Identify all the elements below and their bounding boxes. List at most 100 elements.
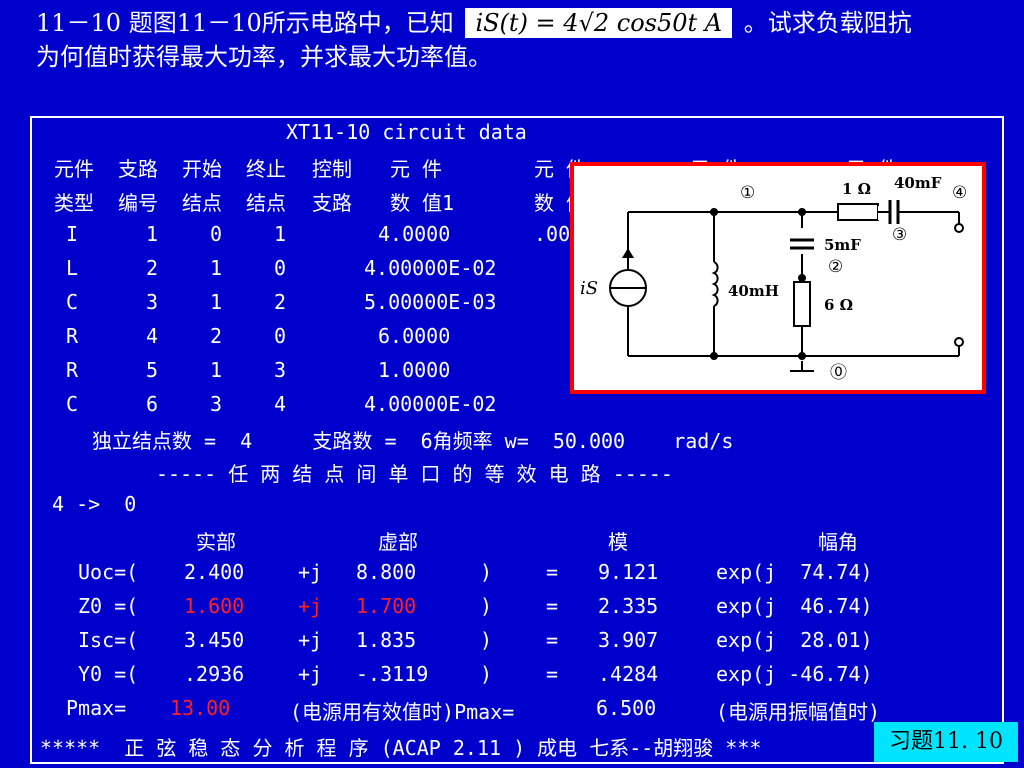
result-2-plusj: +j (298, 594, 323, 618)
result-1-imag: 8.800 (356, 560, 417, 584)
problem-formula: iS(t) = 4√2 cos50t A (465, 8, 733, 38)
row-1-type: I (66, 222, 79, 246)
c40-label: 40mF (894, 174, 942, 192)
problem-statement: 11－10 题图11－10所示电路中，已知 iS(t) = 4√2 cos50t… (36, 6, 996, 74)
row-5-value: 1.0000 (378, 358, 451, 382)
row-4-type: R (66, 324, 79, 348)
circuit-diagram: ① ② ③ ④ ⓪ 1 Ω 40mF 5mF 40mH 6 Ω iS (570, 162, 986, 394)
problem-line2: 为何值时获得最大功率，并求最大功率值。 (36, 43, 492, 71)
header1-cell-4: 控制 (312, 157, 352, 181)
row-5-start: 1 (210, 358, 223, 382)
col-mod: 模 (608, 530, 628, 554)
r6-label: 6 Ω (824, 296, 853, 314)
header2-cell-4: 支路 (312, 191, 352, 215)
result-1-mod: 9.121 (598, 560, 659, 584)
exercise-tag: 习题11. 10 (874, 722, 1018, 762)
row-3-value: 5.00000E-03 (364, 290, 497, 314)
row-4-start: 2 (210, 324, 223, 348)
output-panel (30, 116, 1004, 764)
result-3-real: 3.450 (184, 628, 245, 652)
problem-suffix: 。试求负载阻抗 (743, 9, 912, 37)
row-3-branch: 3 (146, 290, 159, 314)
panel-title: XT11-10 circuit data (286, 120, 527, 144)
row-2-value: 4.00000E-02 (364, 256, 497, 280)
c5-label: 5mF (824, 236, 861, 254)
node-pair: 4 -> 0 (52, 492, 137, 516)
pmax-value: 13.00 (170, 696, 231, 720)
col-imag: 虚部 (378, 530, 418, 554)
result-3-label: Isc=( (78, 628, 139, 652)
pmax-note: (电源用有效值时)Pmax= (290, 700, 515, 724)
result-4-imag: -.3119 (356, 662, 429, 686)
row-1-value: 4.0000 (378, 222, 451, 246)
r1-label: 1 Ω (842, 180, 871, 198)
result-2-real: 1.600 (184, 594, 245, 618)
col-real: 实部 (196, 530, 236, 554)
node-3-label: ③ (892, 225, 907, 245)
source-label: iS (580, 278, 598, 299)
row-1-value2: .00 (534, 222, 571, 246)
row-2-end: 0 (274, 256, 287, 280)
result-4-real: .2936 (184, 662, 245, 686)
result-1-angle: exp(j 74.74) (716, 560, 873, 584)
header2-cell-5: 数 值1 (390, 191, 455, 215)
header1-cell-5: 元 件 (390, 157, 443, 181)
result-2-eq: = (546, 594, 559, 618)
stats-line: 独立结点数 = 4 支路数 = 6角频率 w= 50.000 rad/s (92, 429, 734, 453)
row-4-end: 0 (274, 324, 287, 348)
section-title: ----- 任 两 结 点 间 单 口 的 等 效 电 路 ----- (156, 462, 673, 486)
problem-prefix: 11－10 题图11－10所示电路中，已知 (36, 9, 454, 37)
row-6-end: 4 (274, 392, 287, 416)
result-1-eq: = (546, 560, 559, 584)
header1-cell-3: 终止 (246, 157, 286, 181)
row-6-branch: 6 (146, 392, 159, 416)
header1-cell-2: 开始 (182, 157, 222, 181)
result-1-real: 2.400 (184, 560, 245, 584)
row-3-end: 2 (274, 290, 287, 314)
row-6-value: 4.00000E-02 (364, 392, 497, 416)
pmax-label: Pmax= (66, 696, 127, 720)
result-3-eq: = (546, 628, 559, 652)
node-1-label: ① (740, 183, 755, 203)
result-2-mod: 2.335 (598, 594, 659, 618)
footer-line: ***** 正 弦 稳 态 分 析 程 序 (ACAP 2.11 ) 成电 七系… (40, 736, 762, 760)
result-3-imag: 1.835 (356, 628, 417, 652)
row-5-type: R (66, 358, 79, 382)
row-3-start: 1 (210, 290, 223, 314)
result-3-close: ) (480, 628, 493, 652)
result-2-angle: exp(j 46.74) (716, 594, 873, 618)
row-2-type: L (66, 256, 79, 280)
result-3-mod: 3.907 (598, 628, 659, 652)
result-3-plusj: +j (298, 628, 323, 652)
row-4-branch: 4 (146, 324, 159, 348)
result-3-angle: exp(j 28.01) (716, 628, 873, 652)
result-1-label: Uoc=( (78, 560, 139, 584)
row-5-branch: 5 (146, 358, 159, 382)
result-1-close: ) (480, 560, 493, 584)
result-2-close: ) (480, 594, 493, 618)
header2-cell-1: 编号 (118, 191, 158, 215)
node-0-label: ⓪ (830, 363, 847, 383)
pmax-value2: 6.500 (596, 696, 657, 720)
row-2-start: 1 (210, 256, 223, 280)
row-6-start: 3 (210, 392, 223, 416)
result-1-plusj: +j (298, 560, 323, 584)
row-1-start: 0 (210, 222, 223, 246)
header2-cell-3: 结点 (246, 191, 286, 215)
header1-cell-1: 支路 (118, 157, 158, 181)
result-4-angle: exp(j -46.74) (716, 662, 873, 686)
row-3-type: C (66, 290, 79, 314)
row-1-end: 1 (274, 222, 287, 246)
node-2-label: ② (828, 257, 843, 277)
header2-cell-2: 结点 (182, 191, 222, 215)
col-angle: 幅角 (818, 530, 858, 554)
node-4-label: ④ (952, 183, 967, 203)
header2-cell-0: 类型 (54, 191, 94, 215)
result-2-label: Z0 =( (78, 594, 139, 618)
result-4-mod: .4284 (598, 662, 659, 686)
row-2-branch: 2 (146, 256, 159, 280)
pmax-note2: (电源用振幅值时) (716, 700, 881, 724)
row-5-end: 3 (274, 358, 287, 382)
result-4-eq: = (546, 662, 559, 686)
result-2-imag: 1.700 (356, 594, 417, 618)
